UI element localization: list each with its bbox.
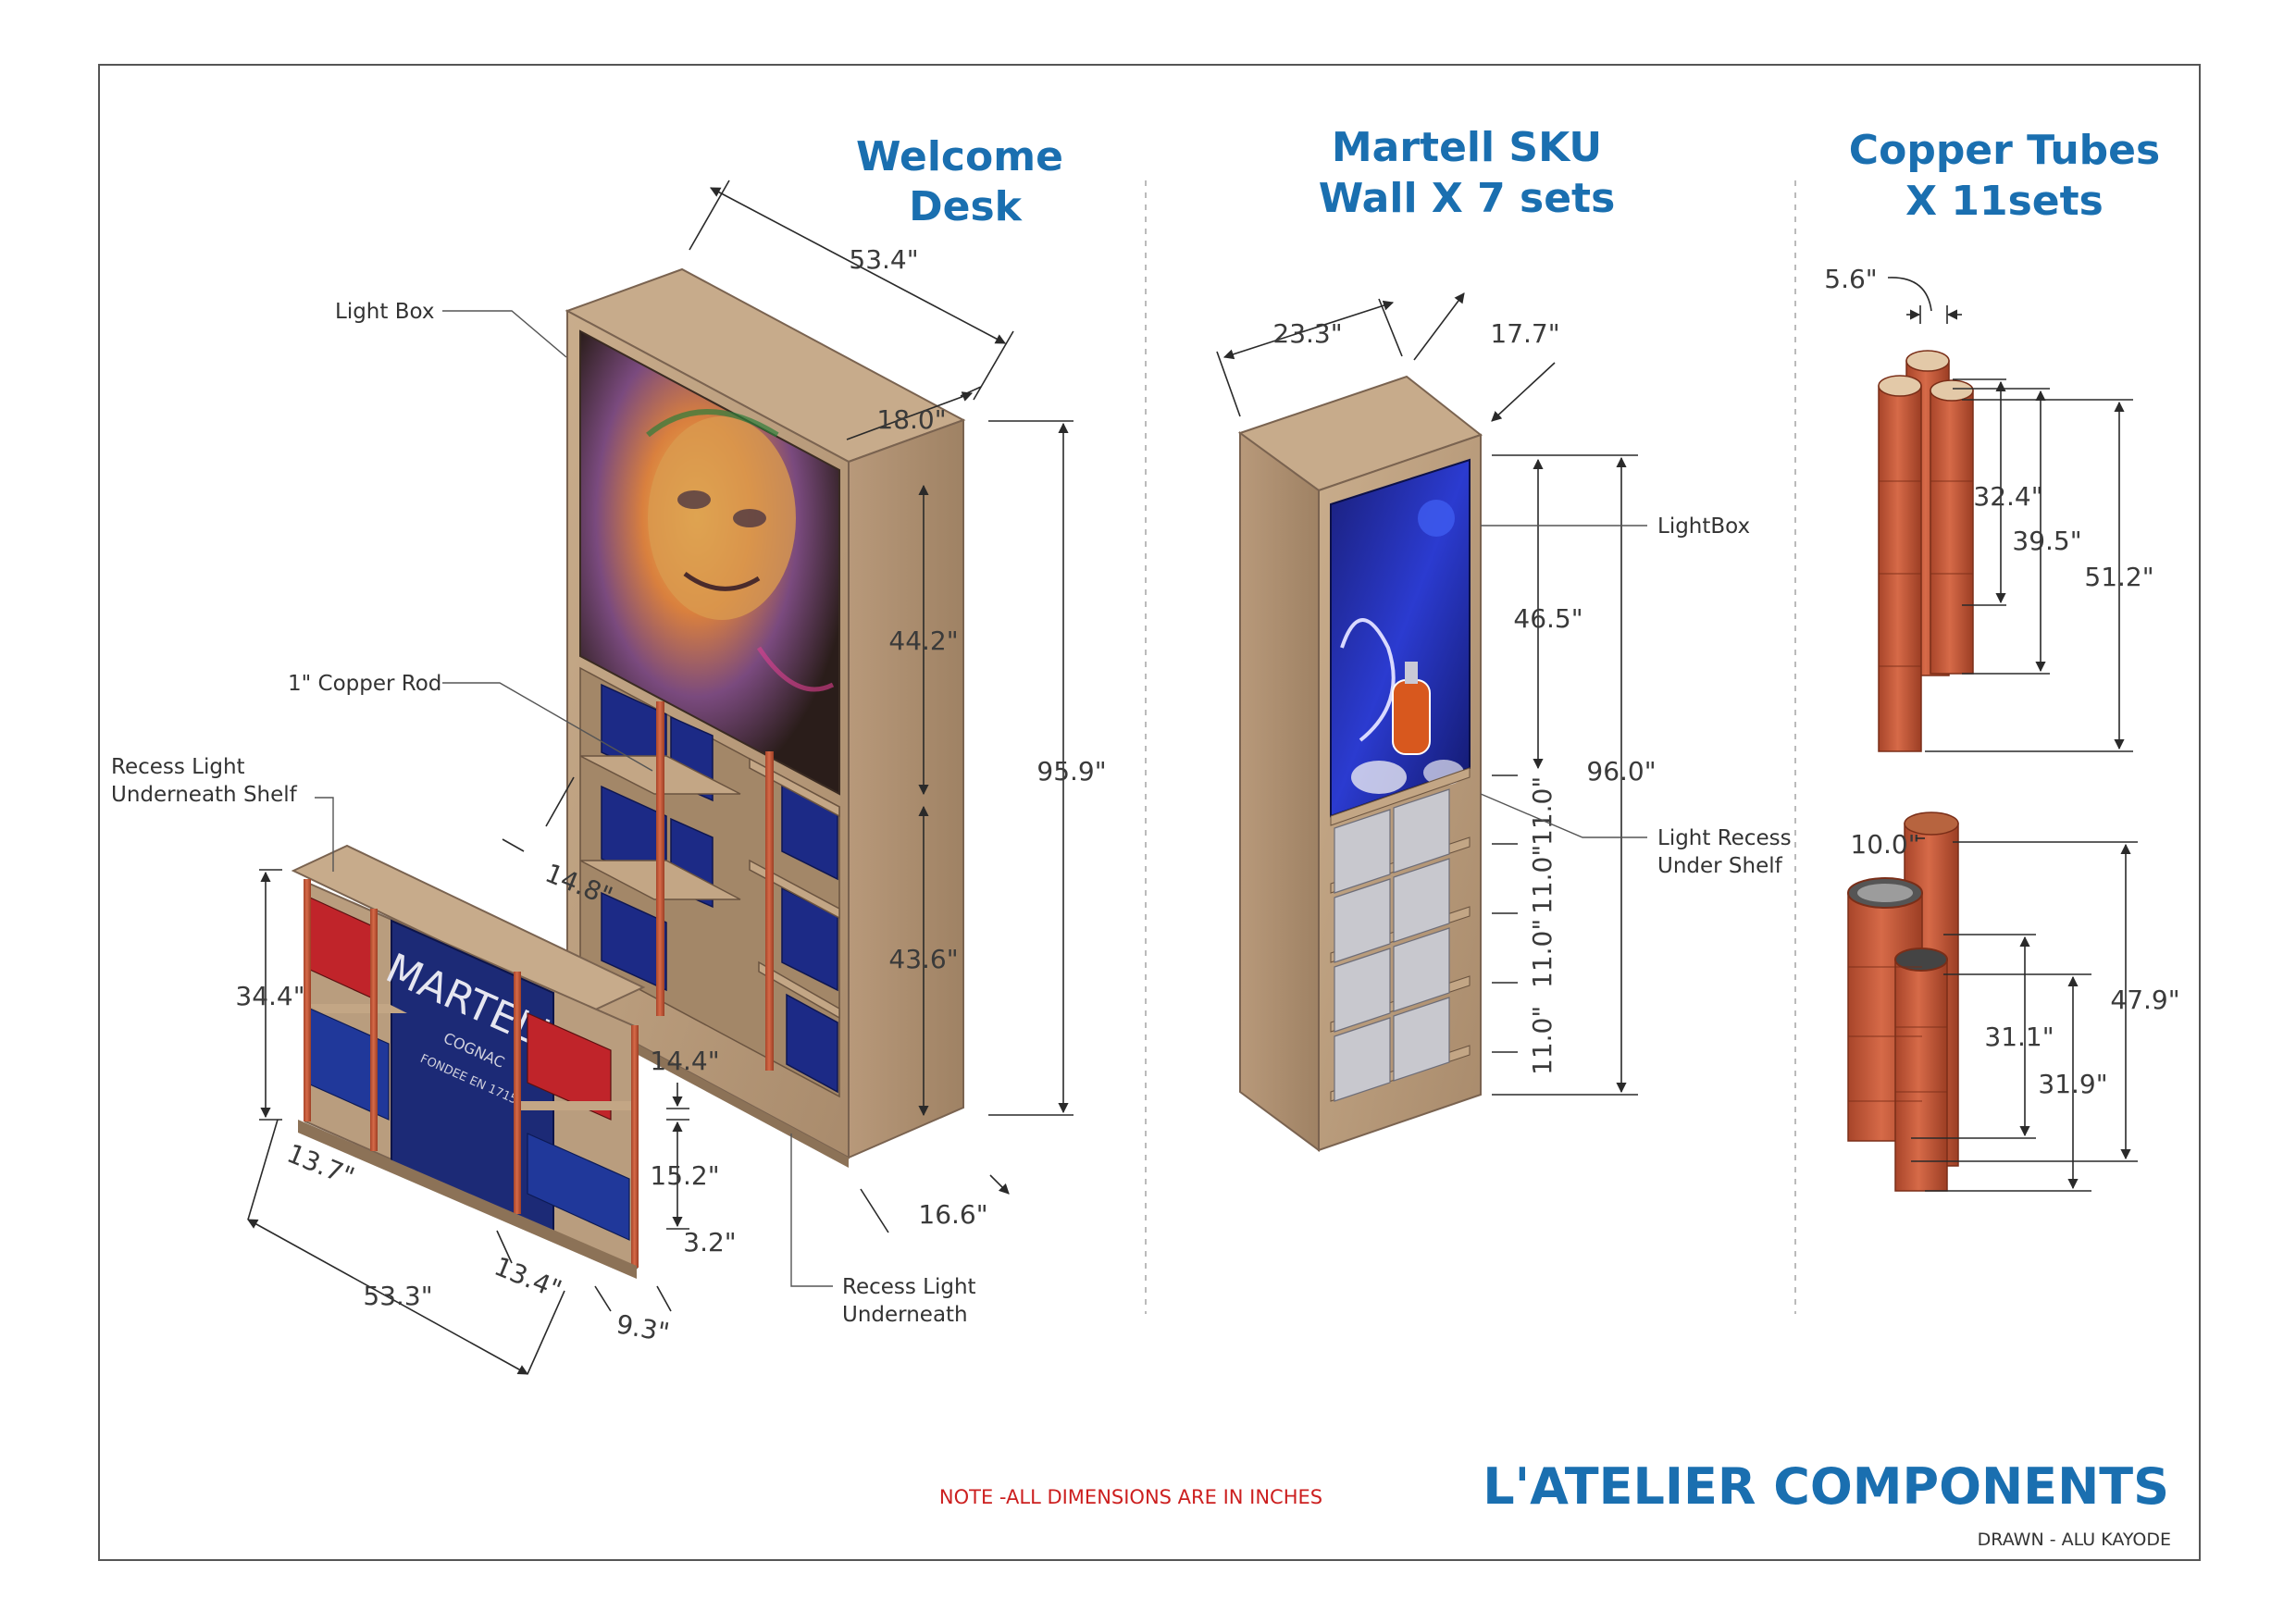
dim-tube1-h2: 39.5" <box>2012 526 2081 556</box>
sheet-title: L'ATELIER COMPONENTS <box>1483 1457 2169 1516</box>
copper-tube-set-1 <box>1878 350 1974 752</box>
dim-shelf-3: 3.2" <box>683 1227 736 1258</box>
svg-text:11.0": 11.0" <box>1527 845 1558 914</box>
counter-base <box>298 1120 637 1279</box>
dim-top-depth: 18.0" <box>876 404 946 435</box>
sku-wall-title-2: Wall X 7 sets <box>1319 175 1616 222</box>
welcome-desk-title-2: Desk <box>909 183 1024 230</box>
label-recess-shelf-2: Underneath Shelf <box>111 783 298 807</box>
dim-shelf-1: 14.4" <box>650 1046 719 1076</box>
counter-copper-posts <box>304 879 639 1268</box>
dim-foot: 9.3" <box>614 1308 672 1347</box>
portrait-face <box>648 416 796 620</box>
copper-tubes-title-1: Copper Tubes <box>1849 127 2160 174</box>
svg-text:11.0": 11.0" <box>1527 776 1558 846</box>
dim-tube1-h3: 51.2" <box>2084 562 2153 592</box>
dim-upper-height: 44.2" <box>888 626 958 656</box>
label-copper-rod: 1" Copper Rod <box>288 672 441 696</box>
dim-tube2-h1: 31.1" <box>1984 1022 2054 1052</box>
welcome-desk-title-1: Welcome <box>856 133 1063 180</box>
drawn-by: DRAWN - ALU KAYODE <box>1978 1530 2171 1550</box>
dim-total-height: 95.9" <box>1036 756 1106 787</box>
dim-tube2-h3: 47.9" <box>2110 985 2179 1015</box>
label-recess-shelf-1: Recess Light <box>111 755 245 779</box>
svg-text:11.0": 11.0" <box>1527 919 1558 988</box>
svg-text:11.0": 11.0" <box>1527 1006 1558 1075</box>
dim-counter-height: 34.4" <box>235 981 304 1011</box>
sku-wall-title-1: Martell SKU <box>1332 124 1602 171</box>
dim-sku-lightbox-height: 46.5" <box>1513 603 1582 634</box>
dim-lower-height: 43.6" <box>888 944 958 974</box>
counter-boxes <box>309 897 630 1241</box>
sku-wall-drawing: 23.3" 17.7" 46.5" 96.0" 11.0" 11.0" 11.0… <box>1216 292 1792 1152</box>
dim-tube2-h2: 31.9" <box>2038 1069 2107 1099</box>
label-sku-recess-1: Light Recess <box>1657 826 1792 850</box>
dim-top-width: 53.4" <box>849 244 918 275</box>
dim-tube2-diameter: 10.0" <box>1850 829 1919 860</box>
cognac-bottle <box>1392 679 1431 755</box>
dim-leg-depth: 13.4" <box>490 1251 565 1306</box>
label-recess-under-2: Underneath <box>842 1303 968 1327</box>
sku-shelf-spacing-dims: 11.0" 11.0" 11.0" 11.0" <box>1492 774 1558 1075</box>
sku-side <box>1239 431 1320 1152</box>
label-recess-under-1: Recess Light <box>842 1275 976 1299</box>
sku-boxes <box>1334 788 1450 1102</box>
dim-sku-width: 23.3" <box>1272 318 1342 349</box>
label-sku-lightbox: LightBox <box>1657 514 1750 539</box>
copper-tubes-title-2: X 11sets <box>1905 178 2104 225</box>
dim-counter-width: 53.3" <box>363 1281 432 1311</box>
label-sku-recess-2: Under Shelf <box>1657 854 1783 878</box>
copper-rods <box>656 701 774 1071</box>
label-light-box: Light Box <box>335 300 434 324</box>
dim-sku-depth: 17.7" <box>1490 318 1559 349</box>
welcome-desk-drawing: MARTELL COGNAC FONDEE EN 1715 53.4" 18.0… <box>111 180 1107 1375</box>
dim-base-depth: 16.6" <box>918 1199 987 1230</box>
dim-sku-total-height: 96.0" <box>1586 756 1656 787</box>
dimensions-note: NOTE -ALL DIMENSIONS ARE IN INCHES <box>939 1486 1322 1508</box>
dim-shelf-2: 15.2" <box>650 1160 719 1191</box>
copper-tubes-drawing: 5.6" 32.4" 39.5" 51.2" 10.0" <box>1824 264 2180 1192</box>
dim-tube1-h1: 32.4" <box>1973 481 2042 512</box>
cabinet-side <box>848 418 964 1159</box>
dim-tube1-diameter: 5.6" <box>1824 264 1877 294</box>
copper-tube-set-2 <box>1847 812 1959 1192</box>
sheet-border <box>98 64 2201 1561</box>
